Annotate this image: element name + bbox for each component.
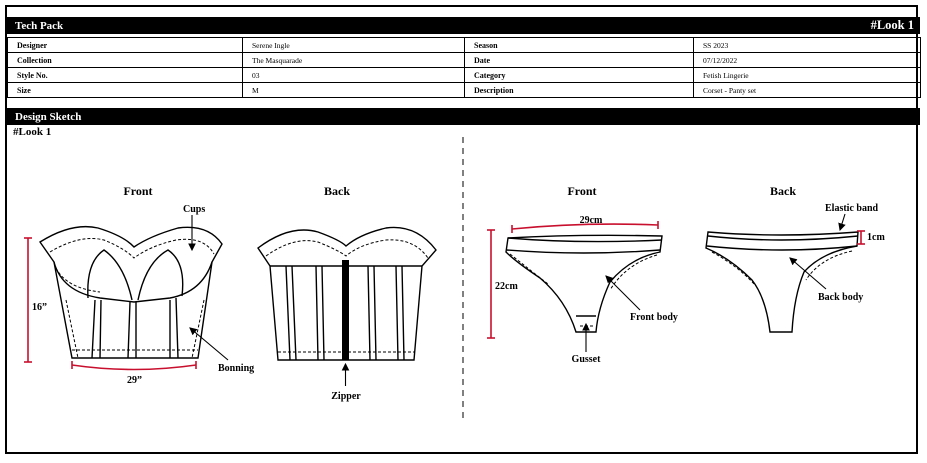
elastic-arrow xyxy=(838,213,846,232)
design-sketch-bar: Design Sketch xyxy=(7,108,920,125)
header-title: Tech Pack xyxy=(15,19,64,32)
panty-width-label: 29cm xyxy=(580,215,603,226)
info-row: Style No. 03 Category Fetish Lingerie xyxy=(7,67,921,83)
zipper-icon xyxy=(342,260,349,360)
front-body-arrow xyxy=(605,275,641,311)
panty-height-label: 22cm xyxy=(495,281,518,292)
panty-front-label: Front xyxy=(567,184,596,198)
info-value: M xyxy=(242,82,465,98)
bonning-label: Bonning xyxy=(218,363,254,374)
panty-back-label: Back xyxy=(770,184,796,198)
info-table: Designer Serene Ingle Season SS 2023 Col… xyxy=(7,37,921,98)
corset-width-label: 29” xyxy=(127,375,142,386)
panty-back-sketch xyxy=(705,231,859,333)
corset-height-label: 16” xyxy=(32,302,47,313)
panty-front-measures xyxy=(487,221,659,339)
bonning-arrow xyxy=(189,327,229,361)
cups-label: Cups xyxy=(183,204,205,215)
info-row: Size M Description Corset - Panty set xyxy=(7,82,921,98)
back-body-arrow xyxy=(789,257,827,290)
header-look: #Look 1 xyxy=(870,18,914,32)
back-body-label: Back body xyxy=(818,292,863,303)
corset-front-measures xyxy=(24,237,197,371)
zipper-label: Zipper xyxy=(331,391,361,402)
design-sketch-title: Design Sketch xyxy=(15,110,82,123)
corset-front-label: Front xyxy=(123,184,152,198)
panty-front-sketch xyxy=(505,234,663,333)
corset-front-sketch xyxy=(39,225,223,359)
page-frame xyxy=(5,5,918,454)
elastic-size-label: 1cm xyxy=(867,232,885,243)
elastic-band-label: Elastic band xyxy=(825,203,879,214)
gusset-label: Gusset xyxy=(572,354,602,365)
info-value: Corset - Panty set xyxy=(693,82,921,98)
header-bar: Tech Pack #Look 1 xyxy=(7,17,920,34)
front-body-label: Front body xyxy=(630,312,678,323)
look-label: #Look 1 xyxy=(13,126,52,138)
corset-back-label: Back xyxy=(324,184,350,198)
